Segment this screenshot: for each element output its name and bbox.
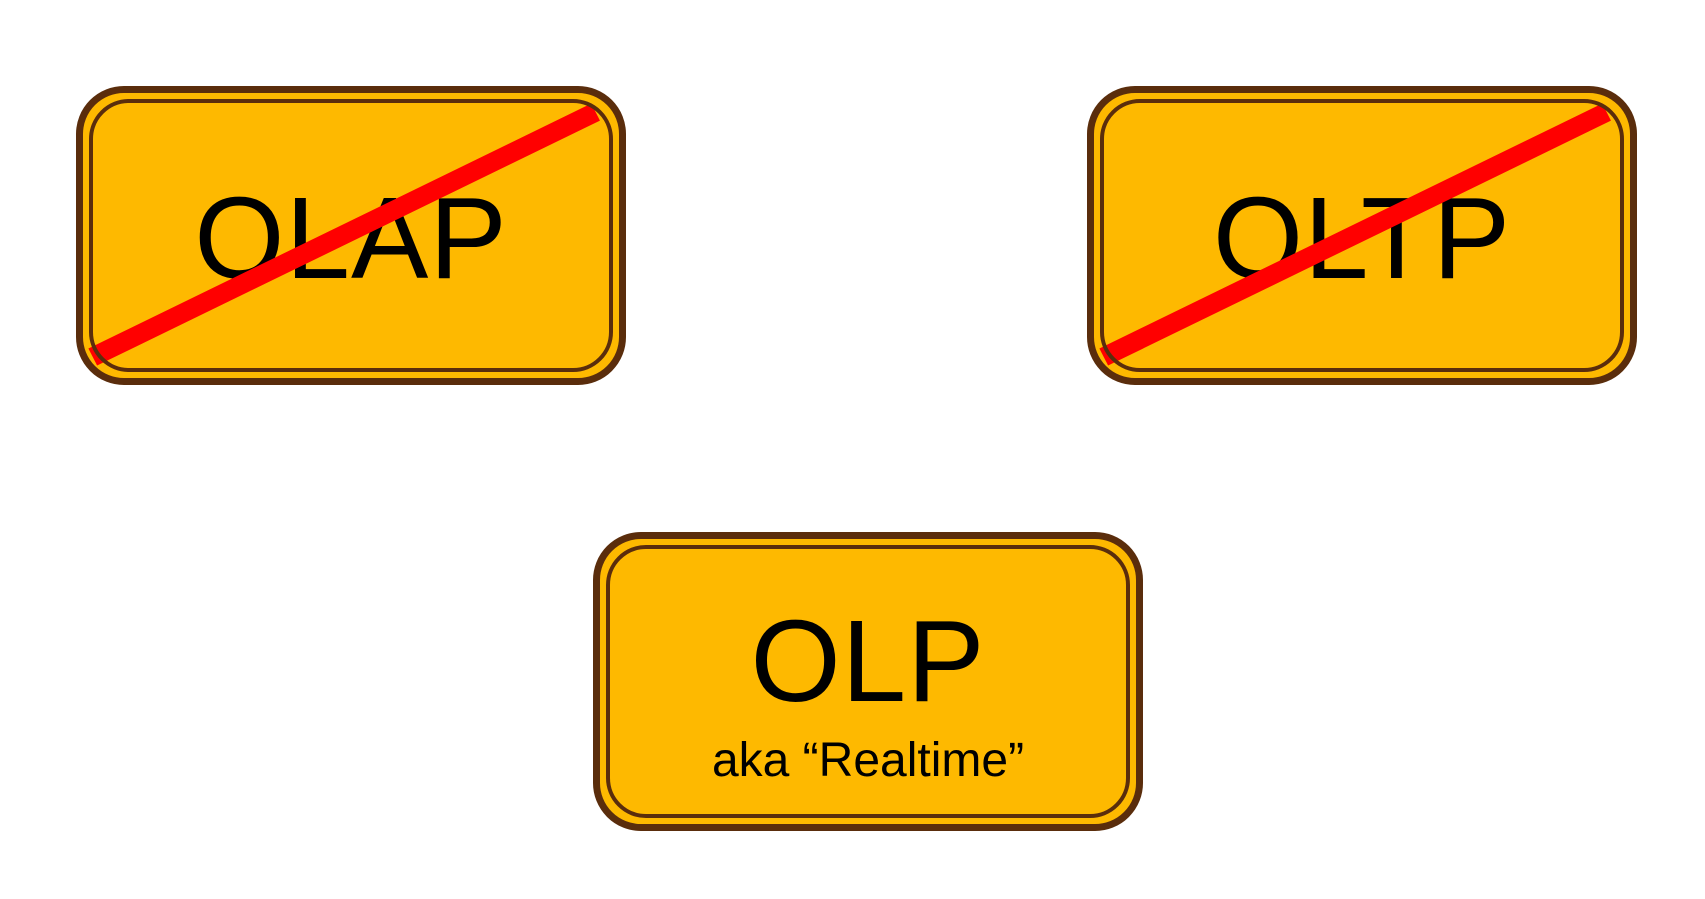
sign-olp-subtitle: aka “Realtime” [711,734,1025,787]
sign-olp-label: OLP [750,596,986,726]
sign-olap: OLAP [76,86,626,385]
strike-through-line [88,103,600,366]
strike-through-line [1099,103,1611,366]
sign-olp: OLP aka “Realtime” [593,532,1143,831]
sign-oltp: OLTP [1087,86,1637,385]
